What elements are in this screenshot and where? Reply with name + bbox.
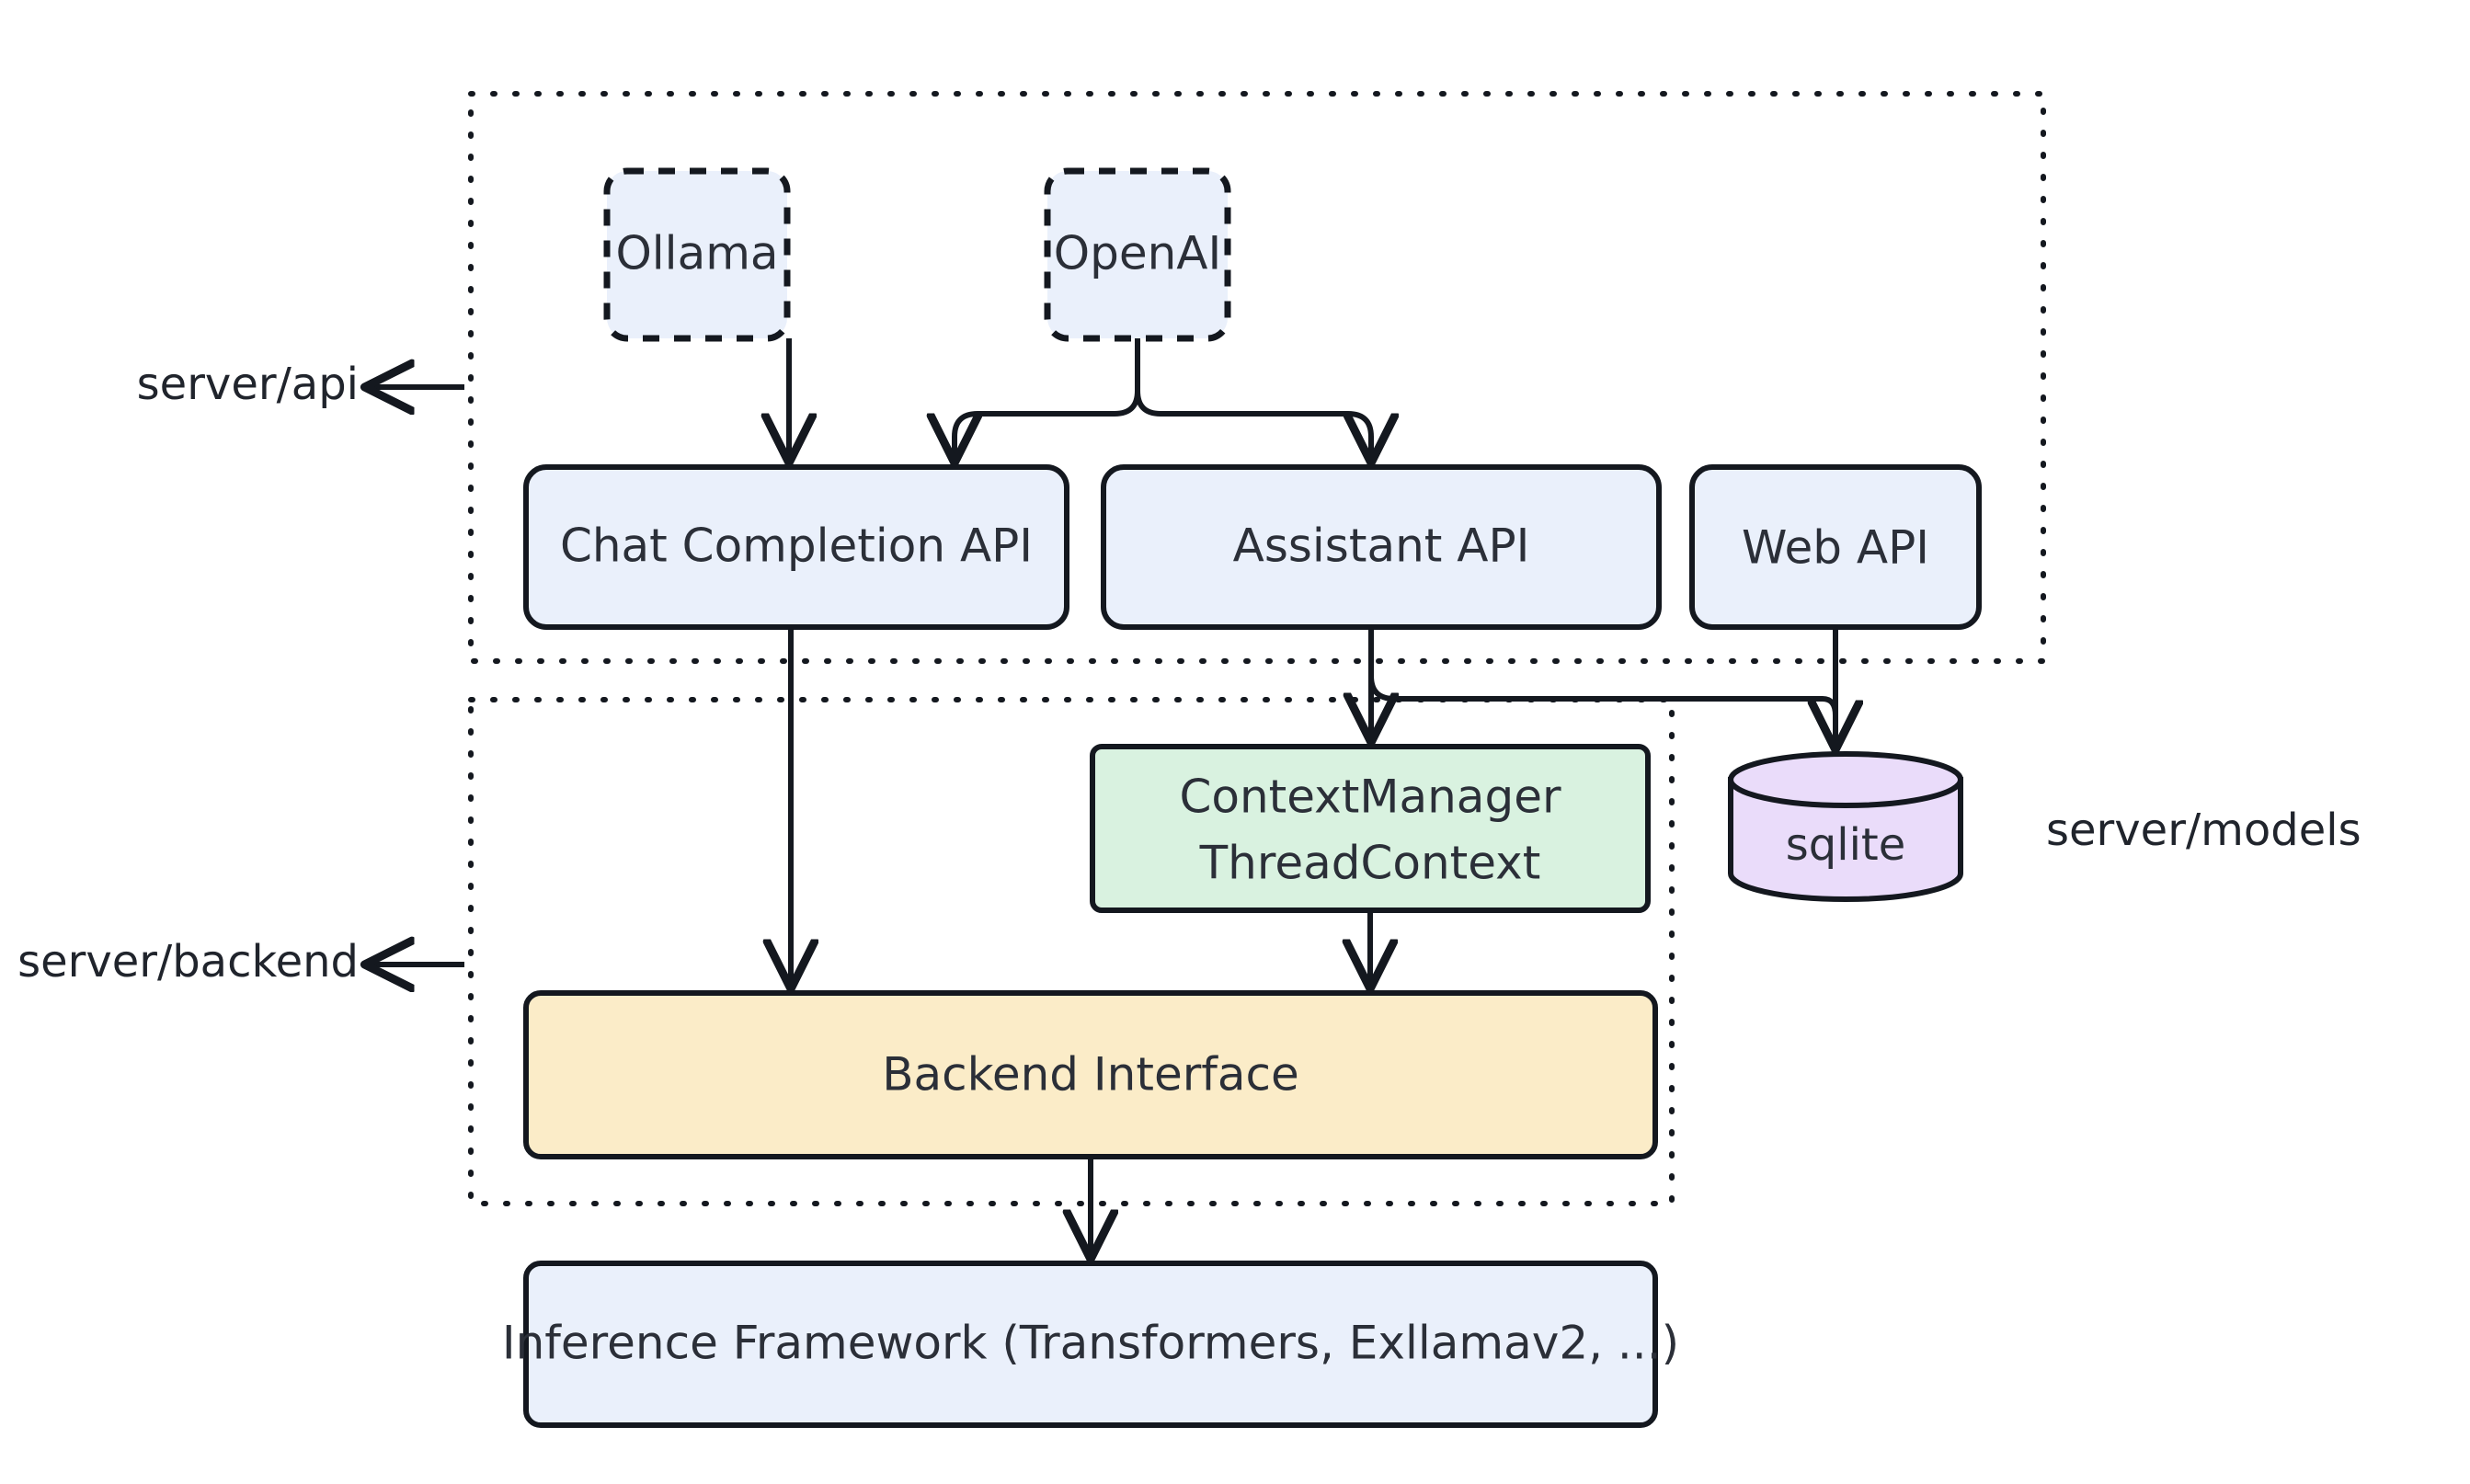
backend-interface-label: Backend Interface [882, 1048, 1299, 1102]
group-server-backend-label: server/backend [17, 936, 359, 987]
chat-completion-api-label: Chat Completion API [560, 519, 1033, 573]
node-web-api[interactable]: Web API [1689, 464, 1982, 630]
edge-openai-to-chat-completion [955, 338, 1140, 460]
edge-sqlite-merge-corner [1822, 696, 1838, 716]
group-server-api: server/api [137, 91, 2046, 664]
ollama-box[interactable] [603, 167, 791, 342]
group-server-backend-boundary [468, 697, 1675, 1206]
context-manager-label-line2: ThreadContext [1199, 837, 1541, 890]
inference-framework-label: Inference Framework (Transformers, Exlla… [502, 1317, 1679, 1370]
backend-interface-box[interactable] [523, 990, 1658, 1159]
chat-completion-api-box[interactable] [523, 464, 1069, 630]
group-server-api-label: server/api [137, 359, 359, 410]
node-ollama[interactable]: Ollama [603, 167, 791, 342]
inference-framework-box[interactable] [523, 1261, 1658, 1428]
edge-openai-to-assistant [1135, 338, 1371, 460]
node-sqlite[interactable]: sqlite [1728, 751, 1963, 902]
openai-label: OpenAI [1054, 227, 1222, 280]
node-inference-framework[interactable]: Inference Framework (Transformers, Exlla… [502, 1261, 1679, 1428]
openai-box[interactable] [1044, 167, 1231, 342]
web-api-label: Web API [1742, 521, 1929, 575]
node-openai[interactable]: OpenAI [1044, 167, 1231, 342]
node-backend-interface[interactable]: Backend Interface [523, 990, 1658, 1159]
assistant-api-box[interactable] [1101, 464, 1662, 630]
sqlite-label: sqlite [1786, 819, 1906, 871]
web-api-box[interactable] [1689, 464, 1982, 630]
node-assistant-api[interactable]: Assistant API [1101, 464, 1662, 630]
server-models-label: server/models [2046, 805, 2361, 856]
edge-assistant-to-sqlite [1368, 675, 1823, 702]
ollama-label: Ollama [615, 227, 778, 280]
assistant-api-label: Assistant API [1233, 519, 1530, 573]
edges-layer [789, 338, 1835, 1256]
sqlite-cylinder-body[interactable] [1728, 777, 1963, 902]
group-server-backend: server/backend [17, 697, 1675, 1206]
group-server-api-boundary [468, 91, 2046, 664]
node-chat-completion-api[interactable]: Chat Completion API [523, 464, 1069, 630]
context-manager-label-line1: ContextManager [1179, 771, 1561, 824]
sqlite-cylinder-top [1728, 751, 1963, 808]
node-context-manager[interactable]: ContextManager ThreadContext [1090, 744, 1651, 913]
context-manager-box[interactable] [1090, 744, 1651, 913]
